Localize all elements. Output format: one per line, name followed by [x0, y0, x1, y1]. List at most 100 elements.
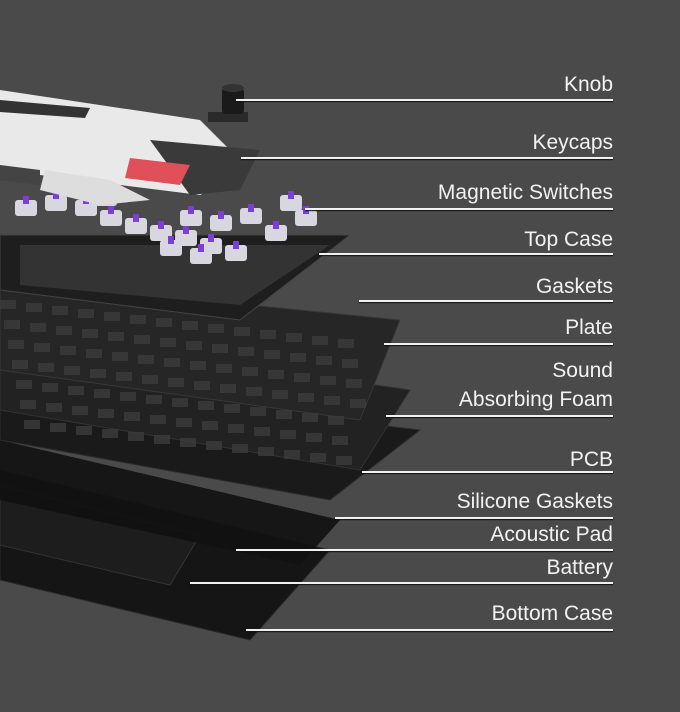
- top-case-leader-line: [319, 253, 613, 255]
- label-bottom-case: Bottom Case: [491, 602, 613, 625]
- label-pcb: PCB: [569, 448, 613, 471]
- plate-cutout: [68, 386, 84, 395]
- plate-cutout: [26, 303, 42, 312]
- plate-cutout: [90, 369, 106, 378]
- switch: [150, 225, 172, 241]
- switch-stem: [53, 191, 59, 199]
- plate-cutout: [260, 330, 276, 339]
- plate-cutout: [208, 324, 224, 333]
- plate-cutout: [108, 332, 124, 341]
- switch: [265, 225, 287, 241]
- switch-stem: [208, 234, 214, 242]
- plate-cutout: [198, 401, 214, 410]
- plate-cutout: [38, 363, 54, 372]
- label-silicone-gaskets: Silicone Gaskets: [456, 490, 613, 513]
- plate-cutout: [76, 426, 92, 435]
- switch-stem: [108, 206, 114, 214]
- plate-cutout: [86, 349, 102, 358]
- plate-cutout: [30, 323, 46, 332]
- switch-stem: [198, 244, 204, 252]
- plate-cutout: [154, 435, 170, 444]
- plate-cutout: [320, 376, 336, 385]
- switch: [160, 240, 182, 256]
- plate-cutout: [228, 424, 244, 433]
- plate-cutout: [172, 398, 188, 407]
- plate-cutout: [290, 353, 306, 362]
- plate-cutout: [254, 427, 270, 436]
- switch-stem: [303, 206, 309, 214]
- plate-cutout: [332, 436, 348, 445]
- plate-cutout: [224, 404, 240, 413]
- label-keycaps: Keycaps: [532, 131, 613, 154]
- plate-cutout: [64, 366, 80, 375]
- plate-cutout: [168, 378, 184, 387]
- plate-cutout: [258, 447, 274, 456]
- plate-cutout: [4, 320, 20, 329]
- bottom-case-leader-line: [246, 629, 613, 631]
- silicone-gaskets-leader-line: [335, 517, 613, 519]
- switch: [45, 195, 67, 211]
- plate-cutout: [34, 343, 50, 352]
- plate-cutout: [194, 381, 210, 390]
- plate-cutout: [206, 441, 222, 450]
- plate-cutout: [20, 400, 36, 409]
- keycaps: [0, 90, 260, 205]
- plate-cutout: [182, 321, 198, 330]
- label-gaskets: Gaskets: [535, 275, 613, 298]
- plate-cutout: [302, 413, 318, 422]
- plate-cutout: [342, 359, 358, 368]
- plate-cutout: [324, 396, 340, 405]
- plate-cutout: [346, 379, 362, 388]
- switch: [15, 200, 37, 216]
- plate-cutout: [134, 335, 150, 344]
- acoustic-pad: [0, 440, 340, 565]
- switch: [295, 210, 317, 226]
- plate-cutout: [186, 341, 202, 350]
- plate-cutout: [190, 361, 206, 370]
- plate-cutout: [116, 372, 132, 381]
- plate-cutout: [52, 306, 68, 315]
- acoustic-pad-leader-line: [236, 549, 613, 551]
- plate-cutout: [316, 356, 332, 365]
- pcb-leader-line: [362, 471, 613, 473]
- switch-stem: [133, 214, 139, 222]
- plate-cutout: [298, 393, 314, 402]
- label-foam-line1: Sound: [552, 359, 613, 382]
- plate-cutout: [246, 387, 262, 396]
- plate-cutout: [138, 355, 154, 364]
- gaskets-leader-line: [359, 300, 613, 302]
- plate-cutout: [46, 403, 62, 412]
- switch: [75, 200, 97, 216]
- plate-cutout: [232, 444, 248, 453]
- plate-cutout: [78, 309, 94, 318]
- label-acoustic-pad: Acoustic Pad: [490, 523, 613, 546]
- plate-cutout: [130, 315, 146, 324]
- plate-cutout: [72, 406, 88, 415]
- switch-stem: [218, 211, 224, 219]
- plate-cutout: [250, 407, 266, 416]
- switch-stem: [273, 221, 279, 229]
- switch-stem: [188, 206, 194, 214]
- battery-leader-line: [190, 582, 613, 584]
- switch: [240, 208, 262, 224]
- plate-cutout: [112, 352, 128, 361]
- plate-cutout: [142, 375, 158, 384]
- plate-cutout: [338, 339, 354, 348]
- switch-stem: [168, 236, 174, 244]
- switch: [210, 215, 232, 231]
- foam-leader-line: [386, 415, 613, 417]
- plate-cutout: [284, 450, 300, 459]
- plate-cutout: [98, 409, 114, 418]
- plate-cutout: [310, 453, 326, 462]
- plate-cutout: [312, 336, 328, 345]
- switch-stem: [288, 191, 294, 199]
- switch: [280, 195, 302, 211]
- plate-cutout: [202, 421, 218, 430]
- plate-cutout: [294, 373, 310, 382]
- switch: [180, 210, 202, 226]
- plate-leader-line: [384, 343, 613, 345]
- plate-cutouts: [0, 300, 366, 465]
- plate-cutout: [164, 358, 180, 367]
- plate-cutout: [272, 390, 288, 399]
